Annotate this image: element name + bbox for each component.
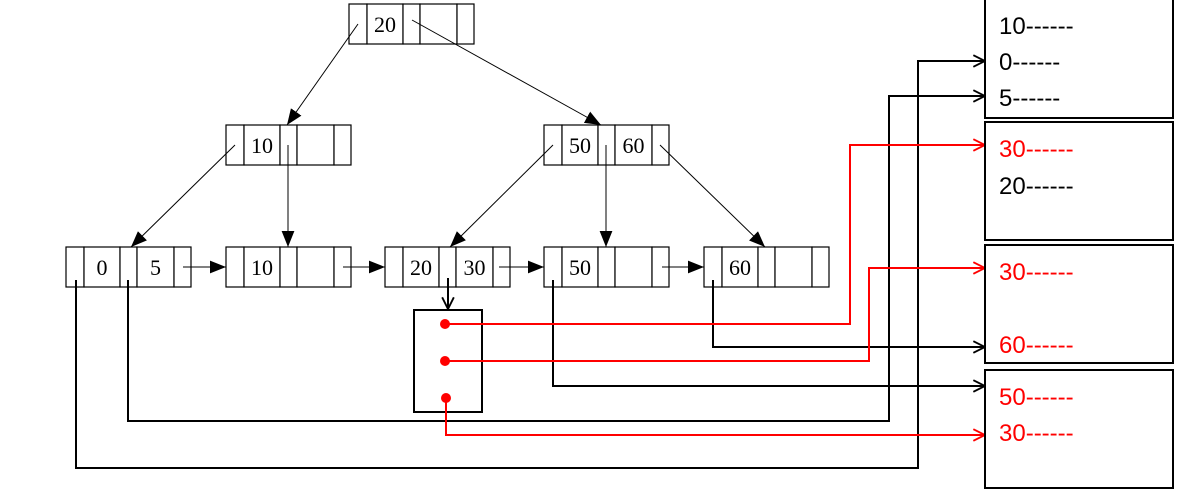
node-key: 50 (569, 133, 591, 158)
leaf-node: 50 (543, 246, 670, 288)
leaf-node: 10 (225, 246, 352, 288)
key-cell (296, 124, 335, 166)
leaf60-ptr-line (712, 280, 985, 347)
record: 50------ (999, 384, 1074, 411)
key-cell (296, 246, 335, 288)
pointer-cell (402, 3, 421, 45)
data-page (984, 244, 1174, 364)
node-key: 30 (464, 255, 486, 280)
record: 60------ (999, 332, 1074, 359)
record: 30------ (999, 420, 1074, 447)
pointer-cell (279, 246, 298, 288)
node-key: 50 (569, 255, 591, 280)
node-key: 60 (729, 255, 751, 280)
pointer-cell (225, 246, 245, 288)
pointer-cell (597, 246, 616, 288)
node-key: 10 (251, 255, 273, 280)
pointer-cell (456, 3, 475, 45)
tree-pointers (130, 19, 766, 274)
root-left-pointer (286, 23, 359, 126)
pointer-cell (333, 124, 352, 166)
bucket-dot (441, 393, 451, 403)
data-page (984, 121, 1174, 241)
pointer-cell (384, 246, 404, 288)
leaf0-ptr0-line (75, 61, 985, 469)
node-key: 5 (150, 255, 161, 280)
node-key: 20 (374, 12, 396, 37)
key-cell (402, 246, 440, 288)
node50-right-pointer (659, 144, 766, 248)
leaf50-ptr-line (552, 280, 985, 386)
node-key: 0 (97, 255, 108, 280)
node10-left-pointer (130, 144, 236, 248)
root-right-pointer (411, 19, 602, 126)
record: 30------ (999, 259, 1074, 286)
data-pages: 10------ 0------ 5------ 30------ 20----… (984, 0, 1174, 489)
key-cell (419, 3, 458, 45)
record: 5------ (999, 85, 1060, 112)
pointer-cell (811, 246, 830, 288)
key-cell (83, 246, 121, 288)
bucket-ptr1-line (445, 145, 985, 325)
node-key: 60 (623, 133, 645, 158)
node50-left-pointer (449, 144, 554, 248)
bucket (413, 278, 483, 413)
leaf0-ptr1-line (127, 96, 985, 422)
key-cell (561, 246, 599, 288)
bucket-dot (440, 356, 450, 366)
record: 30------ (999, 136, 1074, 163)
key-cell (774, 246, 813, 288)
record-pointers (75, 61, 985, 469)
pointer-cell (757, 246, 776, 288)
bucket-ptr2-line (445, 268, 985, 362)
key-cell (136, 246, 175, 288)
record: 0------ (999, 49, 1060, 76)
key-cell (614, 246, 653, 288)
key-cell (366, 3, 404, 45)
key-cell (243, 246, 281, 288)
bucket-ptr3-line (445, 398, 985, 435)
root-node: 20 (348, 3, 475, 45)
record: 20------ (999, 173, 1074, 200)
node-key: 10 (251, 133, 273, 158)
node-key: 20 (410, 255, 432, 280)
leaf-node: 60 (703, 246, 830, 288)
key-cell (721, 246, 759, 288)
bucket-dot (440, 319, 450, 329)
data-page (984, 369, 1174, 489)
data-page (984, 0, 1174, 119)
key-cell (561, 124, 599, 166)
record: 10------ (999, 13, 1074, 40)
